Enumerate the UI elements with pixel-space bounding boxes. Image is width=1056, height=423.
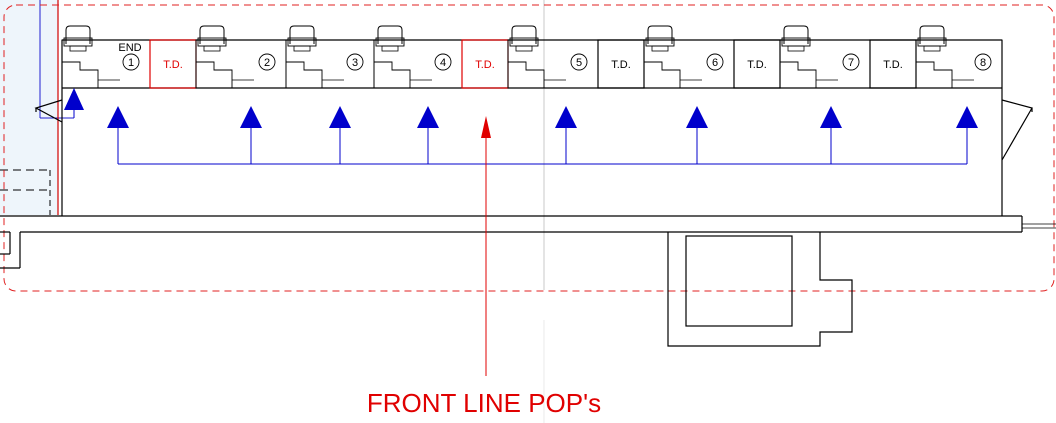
td-label: T.D. xyxy=(163,59,183,71)
blue-arrow-head xyxy=(240,106,262,128)
station-3: 3 xyxy=(285,25,375,89)
appliance-handle xyxy=(917,25,947,52)
building-outline xyxy=(0,39,1056,347)
station-number: 8 xyxy=(980,57,986,69)
station-8: 8 xyxy=(915,25,1003,89)
td-station: T.D. xyxy=(461,39,509,89)
td-label: T.D. xyxy=(883,59,903,71)
td-station: T.D. xyxy=(733,39,781,89)
blue-arrow-head xyxy=(956,106,978,128)
td-label: T.D. xyxy=(747,59,767,71)
station-2: 2 xyxy=(195,25,287,89)
blue-arrow-head xyxy=(329,106,351,128)
callout-label: FRONT LINE POP's xyxy=(367,388,601,418)
station-6: 6 xyxy=(643,25,735,89)
appliance-handle xyxy=(63,25,93,52)
boundary-dashed xyxy=(3,4,1055,292)
td-station: T.D. xyxy=(869,39,917,89)
station-number: 4 xyxy=(440,57,446,69)
station-7: 7 xyxy=(779,25,871,89)
appliance-handle xyxy=(375,25,405,52)
blue-arrow-head xyxy=(820,106,842,128)
station-number: 1 xyxy=(128,57,134,69)
blue-arrow-head xyxy=(417,106,439,128)
station-number: 5 xyxy=(576,57,582,69)
left-wall-area xyxy=(0,0,74,215)
station-number-circle xyxy=(706,53,724,71)
station-5: 5 xyxy=(507,25,599,89)
station-row: 1 T.D. 2 3 4 T.D. 5 T.D. 6 T.D. 7 T.D. 8 xyxy=(61,25,1003,89)
callout-arrow xyxy=(481,116,491,376)
appliance-handle xyxy=(645,25,675,52)
appliance-handle xyxy=(509,25,539,52)
td-station: T.D. xyxy=(597,39,645,89)
station-number-circle xyxy=(346,53,364,71)
td-label: T.D. xyxy=(611,59,631,71)
station-number-circle xyxy=(570,53,588,71)
blue-arrow-head xyxy=(686,106,708,128)
station-1: 1 xyxy=(61,25,151,89)
td-station: T.D. xyxy=(149,39,197,89)
station-number-circle xyxy=(842,53,860,71)
station-number-circle xyxy=(122,53,140,71)
appliance-handle xyxy=(781,25,811,52)
blue-arrow-head xyxy=(64,88,84,110)
station-number: 2 xyxy=(264,57,270,69)
blue-arrow-manifold xyxy=(64,88,978,165)
station-number-circle xyxy=(258,53,276,71)
td-label: T.D. xyxy=(475,59,495,71)
station-number: 7 xyxy=(848,57,854,69)
station-number: 6 xyxy=(712,57,718,69)
station-number-circle xyxy=(974,53,992,71)
station-number-circle xyxy=(434,53,452,71)
blue-arrow-head xyxy=(555,106,577,128)
blue-arrow-head xyxy=(107,106,129,128)
appliance-handle xyxy=(287,25,317,52)
appliance-handle xyxy=(197,25,227,52)
station-4: 4 xyxy=(373,25,463,89)
station-number: 3 xyxy=(352,57,358,69)
end-label: END xyxy=(118,42,141,54)
